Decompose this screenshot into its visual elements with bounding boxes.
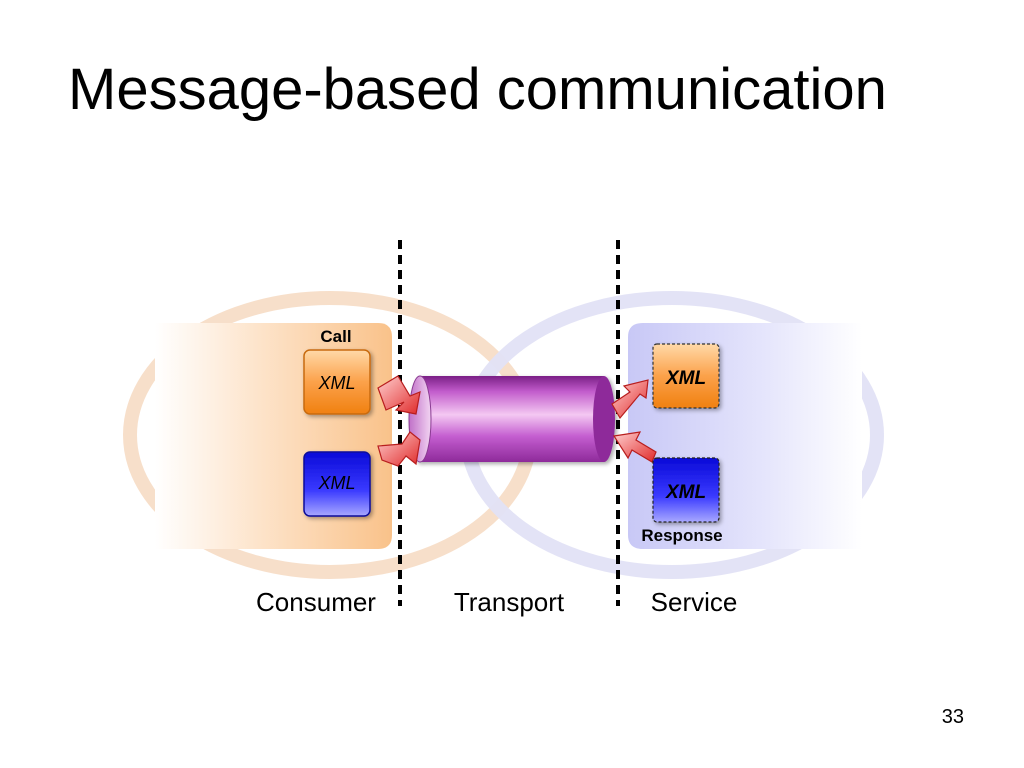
consumer-call-xml-box: XML: [303, 349, 371, 415]
consumer-call-xml-label: XML: [317, 373, 355, 393]
page-number: 33: [941, 706, 964, 728]
response-label: Response: [641, 526, 722, 545]
arrow-response-into-pipe: [613, 431, 657, 463]
transport-pipe: [408, 375, 615, 463]
service-response-xml-box: XML: [652, 457, 720, 523]
arrow-call-into-pipe: [377, 375, 421, 415]
service-call-xml-label: XML: [665, 368, 706, 389]
transport-label: Transport: [454, 587, 565, 617]
arrow-call-out-of-pipe: [611, 379, 649, 420]
consumer-label: Consumer: [256, 587, 376, 617]
service-call-xml-box: XML: [652, 343, 720, 409]
consumer-response-xml-label: XML: [317, 473, 355, 493]
service-response-xml-label: XML: [665, 482, 706, 503]
call-label: Call: [320, 327, 351, 346]
arrow-response-out-of-pipe: [377, 431, 421, 467]
service-label: Service: [651, 587, 738, 617]
slide-title: Message-based communication: [68, 57, 887, 122]
consumer-response-xml-box: XML: [303, 451, 371, 517]
